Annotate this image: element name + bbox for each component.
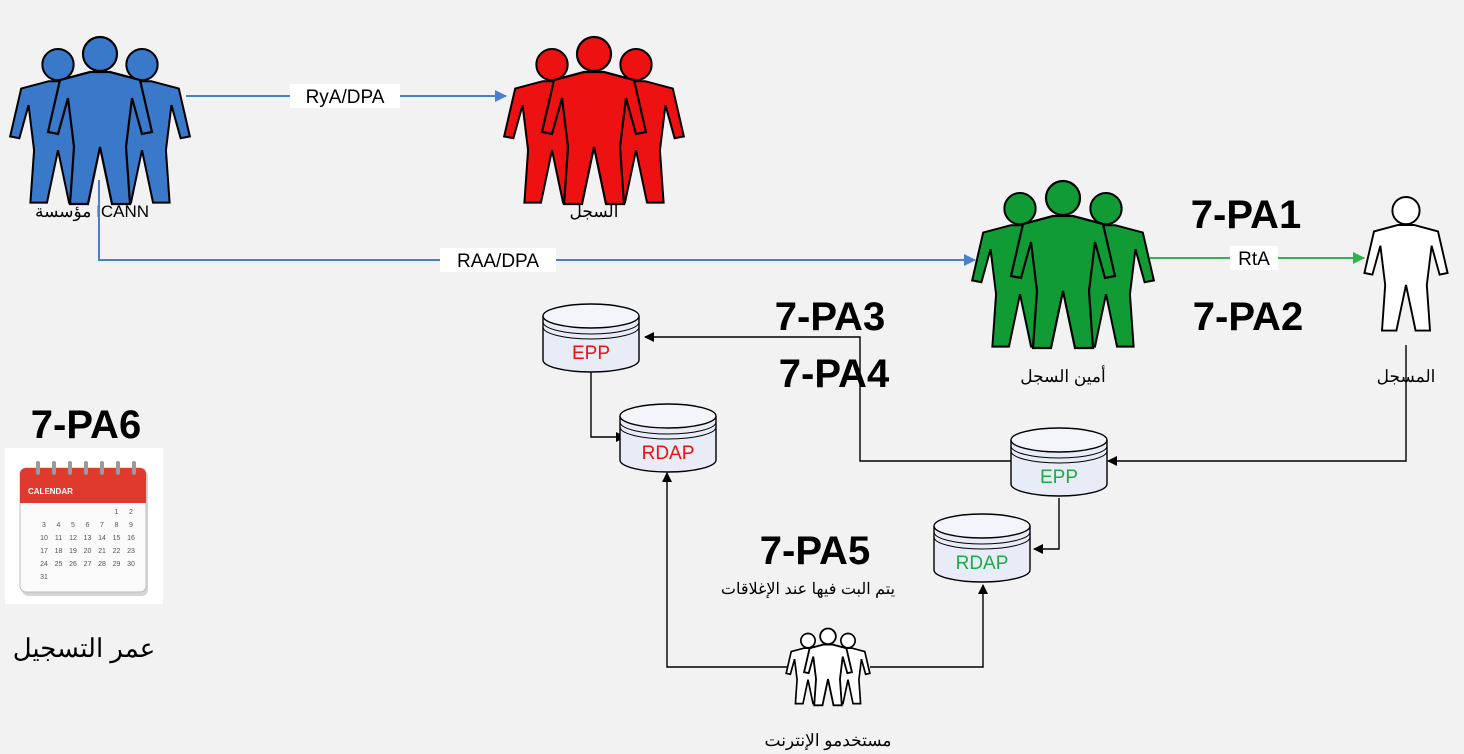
calendar-ring [84,461,88,475]
edge-raa: RAA/DPA [98,180,976,272]
registrar-label: أمين السجل [1020,365,1106,387]
edge-rya-label: RyA/DPA [306,87,385,108]
calendar-day: 13 [84,535,92,542]
internet-users-group-icon [785,627,871,707]
calendar-day: 21 [98,548,106,555]
calendar-caption: عمر التسجيل [13,633,156,664]
data-flow-connectors [590,332,1407,668]
edge-rta: RtA [1150,246,1365,270]
purpose-pa3: 7-PA3 [775,295,885,339]
purpose-pa5: 7-PA5 [760,529,870,573]
calendar-day: 14 [98,535,106,542]
registrar-rdap-label: RDAP [956,553,1009,574]
registry-rdap-label: RDAP [642,443,695,464]
calendar-day: 3 [42,522,46,529]
calendar-ring [100,461,104,475]
calendar-day: 25 [55,561,63,568]
edge-rya: RyA/DPA [186,84,507,108]
icann-label: مؤسسة ICANN [35,202,149,222]
calendar-day: 26 [69,561,77,568]
purpose-pa4: 7-PA4 [779,352,890,396]
edge-rta-label: RtA [1238,249,1270,270]
calendar-day: 1 [115,509,119,516]
registrar-rdap-database: RDAP [933,513,1031,583]
calendar-ring [132,461,136,475]
calendar-day: 2 [129,509,133,516]
calendar-header: CALENDAR [28,487,73,496]
purpose-pa2: 7-PA2 [1193,295,1303,339]
registrar-epp-label: EPP [1040,467,1078,488]
calendar-day: 11 [55,535,62,542]
calendar-day: 30 [127,561,135,568]
calendar-day: 24 [40,561,48,568]
registry-rdap-database: RDAP [619,403,717,473]
internet-users-label: مستخدمو الإنترنت [765,731,892,751]
registry-epp-database: EPP [542,303,640,373]
registrant-person-icon [1363,196,1449,332]
calendar-day: 18 [55,548,63,555]
calendar-day: 15 [113,535,121,542]
icann-group-icon [9,35,191,206]
calendar-day: 29 [113,561,121,568]
calendar-day: 12 [69,535,77,542]
calendar-day: 10 [40,535,48,542]
calendar-day: 28 [98,561,106,568]
registry-label: السجل [570,202,619,221]
edge-raa-label: RAA/DPA [457,251,539,272]
registrar-epp-database: EPP [1010,427,1108,497]
registry-group-icon [503,35,685,206]
calendar-day: 27 [84,561,92,568]
calendar-ring [68,461,72,475]
calendar-day: 5 [71,522,75,529]
pa5-caption: يتم البت فيها عند الإغلاقات [721,581,895,598]
registrar-group-icon [971,179,1155,350]
calendar-day: 22 [113,548,121,555]
calendar-ring [52,461,56,475]
purpose-pa1: 7-PA1 [1191,193,1301,237]
calendar-ring [116,461,120,475]
calendar-day: 20 [84,548,92,555]
calendar-ring [36,461,40,475]
calendar-day: 17 [40,548,48,555]
calendar-day: 7 [100,522,104,529]
calendar-day: 4 [57,522,61,529]
purpose-pa6: 7-PA6 [31,403,141,447]
calendar-day: 19 [69,548,77,555]
registry-epp-label: EPP [572,343,610,364]
calendar-day: 9 [129,522,133,529]
calendar-day: 8 [115,522,119,529]
calendar-day: 16 [127,535,135,542]
calendar-day: 6 [86,522,90,529]
calendar-day: 31 [40,574,48,581]
calendar-rings [36,461,136,475]
calendar-day: 23 [127,548,135,555]
